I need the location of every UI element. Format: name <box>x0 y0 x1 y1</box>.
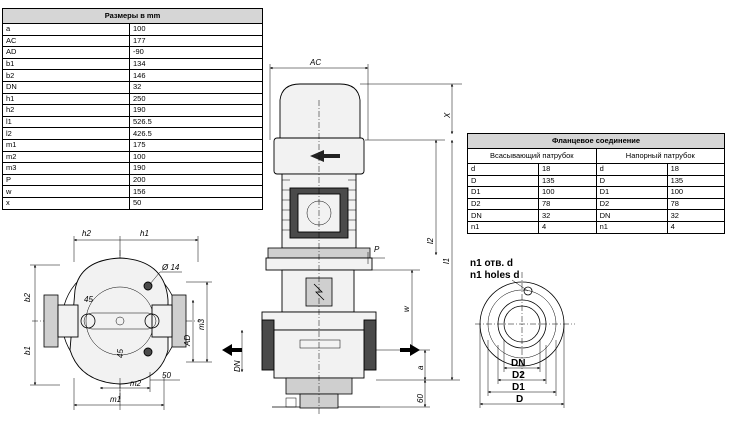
label-l1: l1 <box>442 258 451 264</box>
flange-value: 4 <box>538 220 597 234</box>
label-50: 50 <box>162 371 171 380</box>
flange-key: n1 <box>467 220 539 234</box>
dimension-value: 175 <box>129 138 263 152</box>
dimensions-table-title: Размеры в mm <box>2 8 263 24</box>
label-holes-ru: n1 отв. d <box>470 258 513 269</box>
label-b2: b2 <box>23 293 32 302</box>
dimension-key: x <box>2 196 130 210</box>
flange-value: 18 <box>538 163 597 176</box>
dimension-value: 100 <box>129 150 263 164</box>
dimension-value: 200 <box>129 173 263 187</box>
flange-value: 135 <box>666 174 726 188</box>
flange-key: D1 <box>595 186 668 199</box>
label-m1: m1 <box>110 395 121 404</box>
dimension-value: 100 <box>129 23 263 36</box>
dimension-key: m3 <box>2 162 130 175</box>
dimension-value: 177 <box>129 34 263 48</box>
label-a: a <box>416 365 425 370</box>
label-ac: AC <box>309 58 321 67</box>
label-h1: h1 <box>140 229 149 238</box>
label-45-top: 45 <box>84 295 93 304</box>
label-60: 60 <box>416 394 425 403</box>
label-flange-d1: D1 <box>512 382 525 393</box>
flange-value: 78 <box>666 197 726 211</box>
label-45-side: 45 <box>116 349 125 358</box>
label-flange-dn: DN <box>511 358 525 369</box>
flange-value: 32 <box>666 209 726 222</box>
label-m3: m3 <box>197 318 206 330</box>
flange-table: Фланцевое соединение Всасывающий патрубо… <box>467 133 726 234</box>
label-l2: l2 <box>426 237 435 244</box>
flange-table-title: Фланцевое соединение <box>467 133 725 149</box>
flange-value: 78 <box>538 197 597 211</box>
discharge-header: Напорный патрубок <box>595 148 726 164</box>
label-holes-en: n1 holes d <box>470 270 519 281</box>
dimension-value: 426.5 <box>129 127 263 140</box>
label-m2: m2 <box>130 379 142 388</box>
label-b1: b1 <box>23 346 32 355</box>
dimension-key: AC <box>2 34 130 48</box>
flange-key: DN <box>595 209 668 222</box>
label-dn: DN <box>233 360 242 372</box>
label-w: w <box>402 305 411 312</box>
label-flange-d2: D2 <box>512 370 525 381</box>
label-phi14: Ø 14 <box>161 263 180 272</box>
label-flange-d: D <box>516 394 523 405</box>
label-x: X <box>443 112 452 119</box>
dimension-value: -90 <box>129 46 263 59</box>
dimension-value: 190 <box>129 162 263 175</box>
flange-value: 18 <box>666 163 726 176</box>
plan-view: h2 h1 b2 b1 Ø 14 45 45 <box>23 229 212 410</box>
dimension-row: AD-90 <box>2 46 263 59</box>
label-h2: h2 <box>82 229 91 238</box>
side-view: AC <box>222 58 462 415</box>
flange-value: 4 <box>666 220 726 234</box>
flange-view: n1 отв. d n1 holes d DN D2 D1 D <box>470 258 575 408</box>
label-ad: AD <box>183 335 192 347</box>
flange-key: d <box>467 163 539 176</box>
dimension-key: m2 <box>2 150 130 164</box>
dimension-value: 156 <box>129 185 263 198</box>
flange-key: D <box>467 174 539 188</box>
flange-key: D2 <box>467 197 539 211</box>
label-p: P <box>374 245 380 254</box>
flange-key: DN <box>467 209 539 222</box>
flange-key: D1 <box>467 186 539 199</box>
flange-value: 100 <box>666 186 726 199</box>
dimension-value: 50 <box>129 196 263 210</box>
